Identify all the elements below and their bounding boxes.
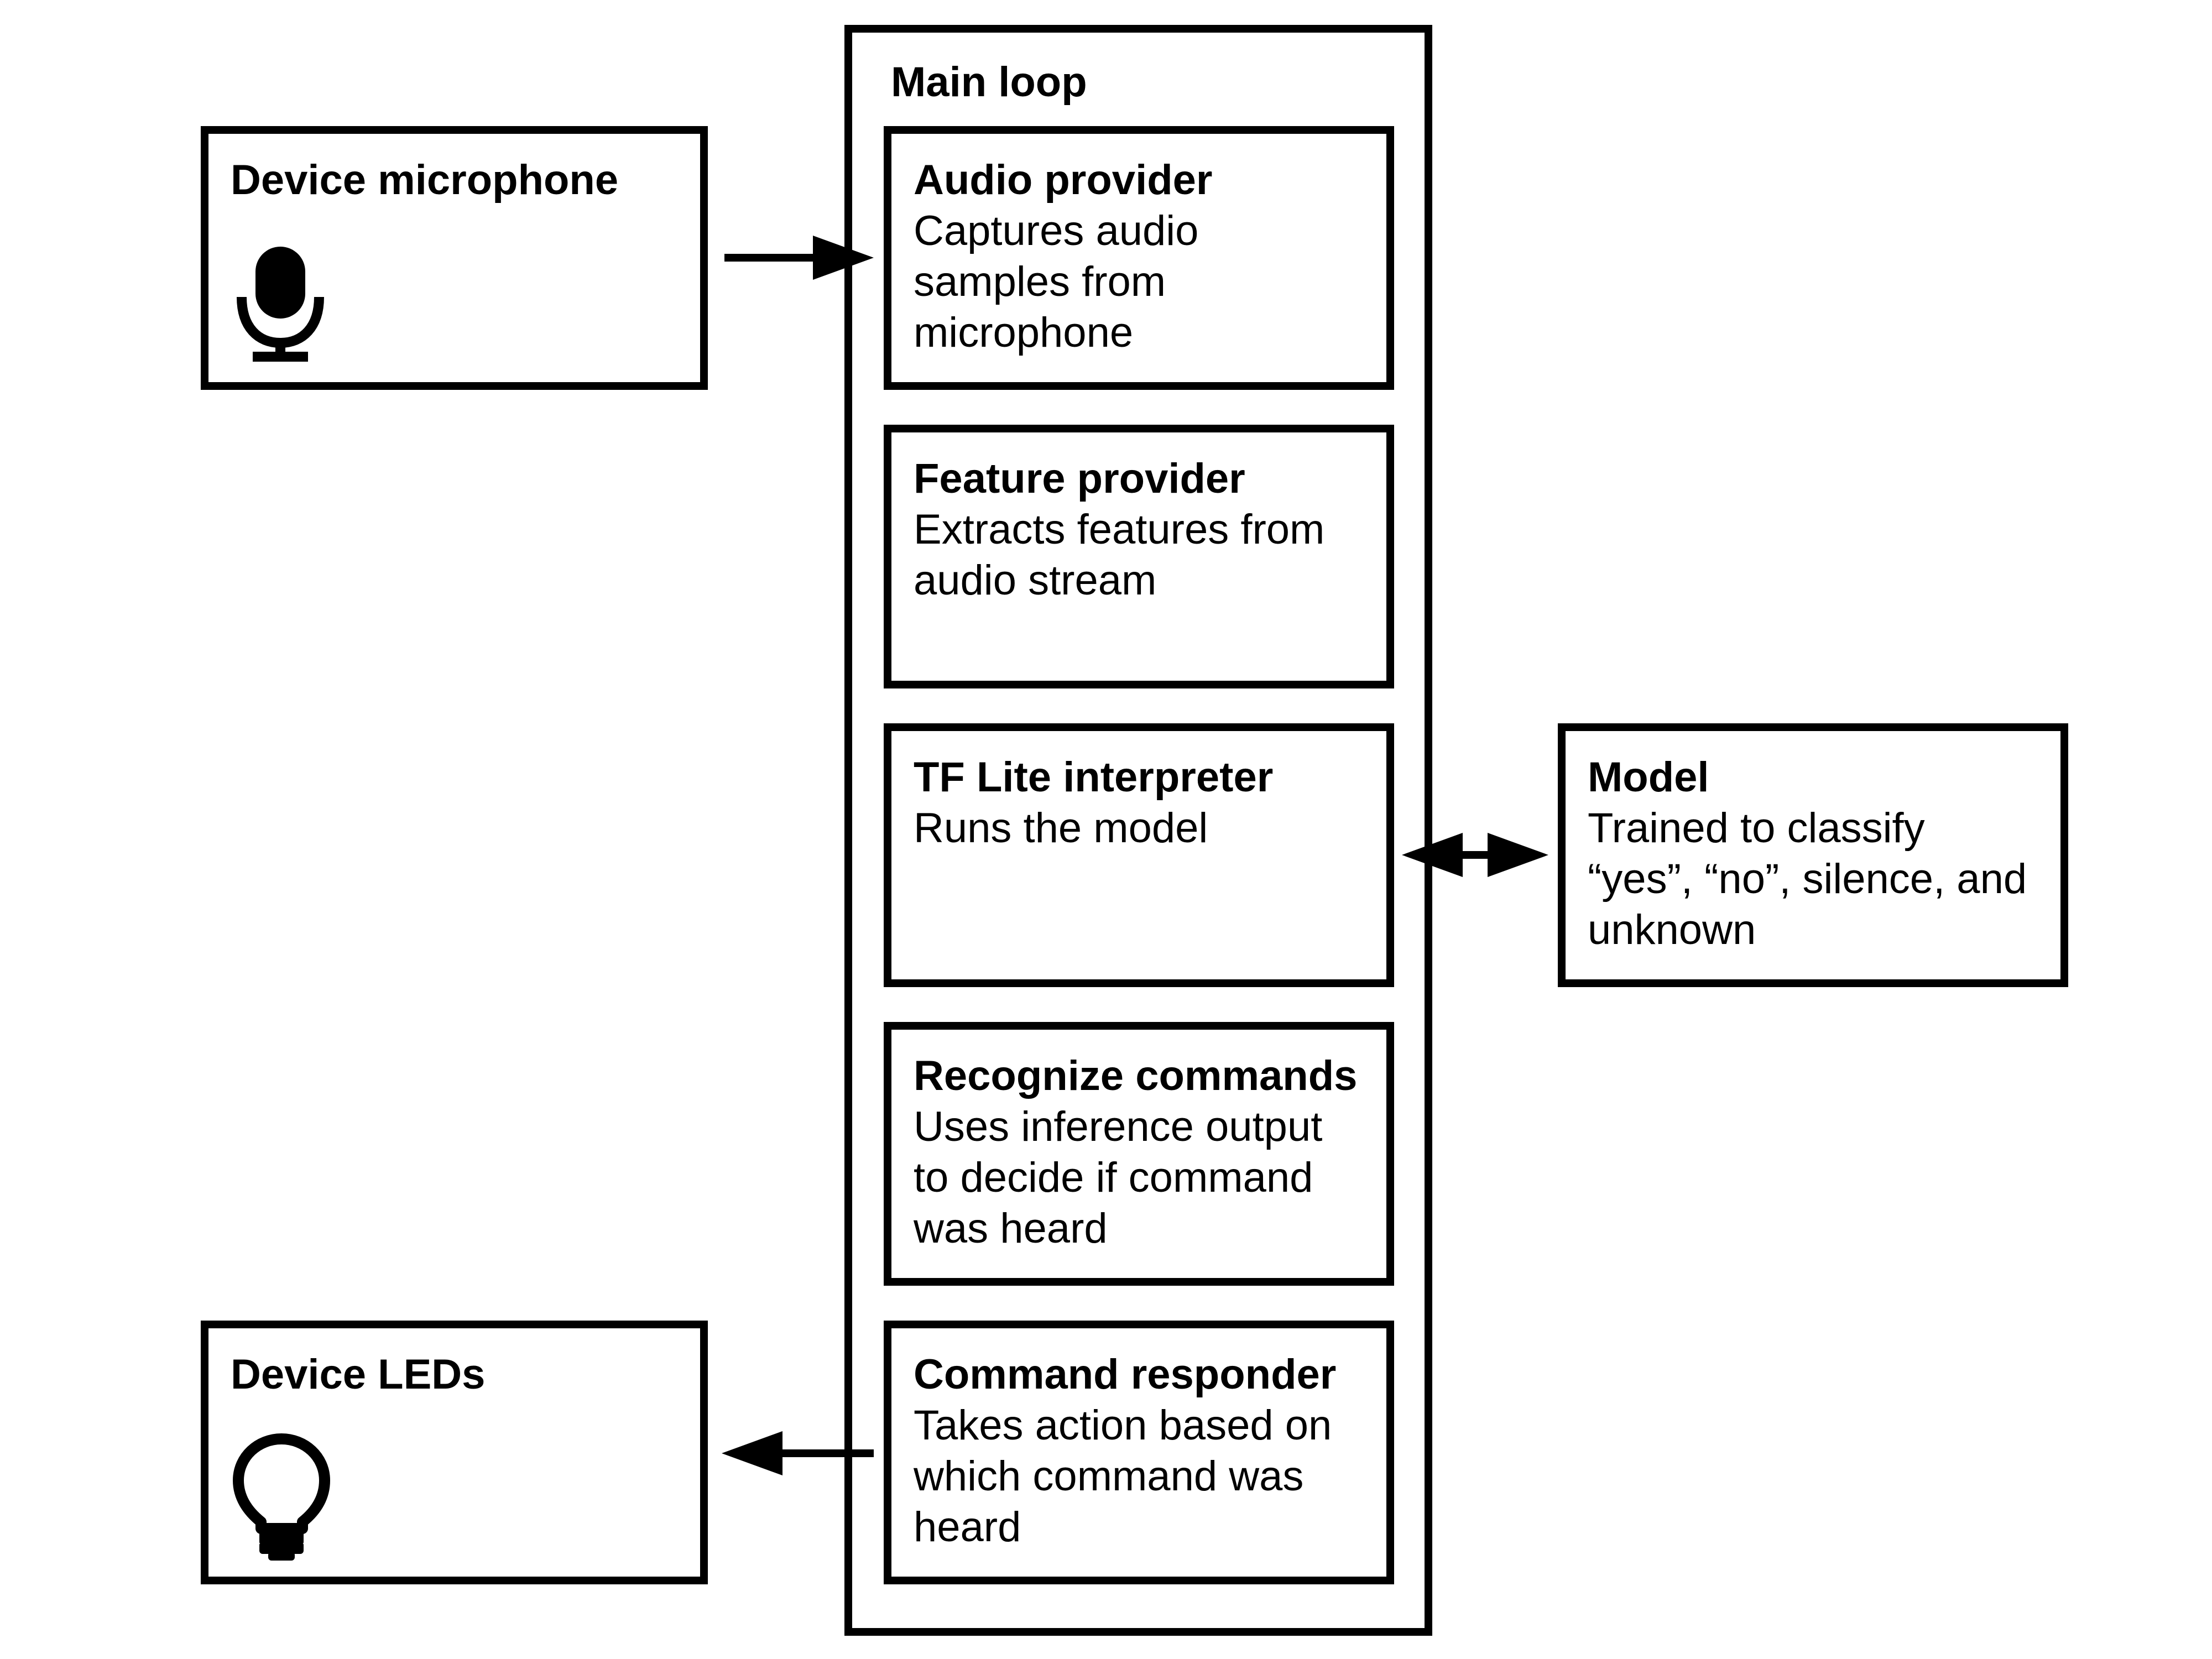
device-leds-box: Device LEDs <box>201 1321 708 1584</box>
microphone-icon <box>237 247 324 362</box>
command-responder-description: Takes action based on which command was … <box>914 1402 1332 1551</box>
model-description: Trained to classify “yes”, “no”, silence… <box>1588 805 2027 953</box>
tflite-interpreter-box: TF Lite interpreter Runs the model <box>884 723 1394 987</box>
recognize-commands-description: Uses inference output to decide if comma… <box>914 1103 1323 1252</box>
lightbulb-icon <box>233 1433 330 1561</box>
device-microphone-title: Device microphone <box>231 156 619 204</box>
audio-provider-description: Captures audio samples from microphone <box>914 207 1199 356</box>
tflite-interpreter-title: TF Lite interpreter <box>914 754 1274 801</box>
model-box: Model Trained to classify “yes”, “no”, s… <box>1558 723 2068 987</box>
model-title: Model <box>1588 754 1709 801</box>
device-microphone-box: Device microphone <box>201 126 708 390</box>
feature-provider-title: Feature provider <box>914 455 1245 502</box>
command-responder-box: Command responder Takes action based on … <box>884 1321 1394 1584</box>
main-loop-title: Main loop <box>891 59 1087 106</box>
feature-provider-description: Extracts features from audio stream <box>914 506 1325 604</box>
audio-provider-title: Audio provider <box>914 156 1213 204</box>
tflite-interpreter-description: Runs the model <box>914 805 1208 852</box>
recognize-commands-box: Recognize commands Uses inference output… <box>884 1022 1394 1286</box>
command-responder-title: Command responder <box>914 1351 1337 1398</box>
device-leds-title: Device LEDs <box>231 1351 486 1398</box>
recognize-commands-title: Recognize commands <box>914 1052 1358 1099</box>
feature-provider-box: Feature provider Extracts features from … <box>884 425 1394 688</box>
audio-provider-box: Audio provider Captures audio samples fr… <box>884 126 1394 390</box>
